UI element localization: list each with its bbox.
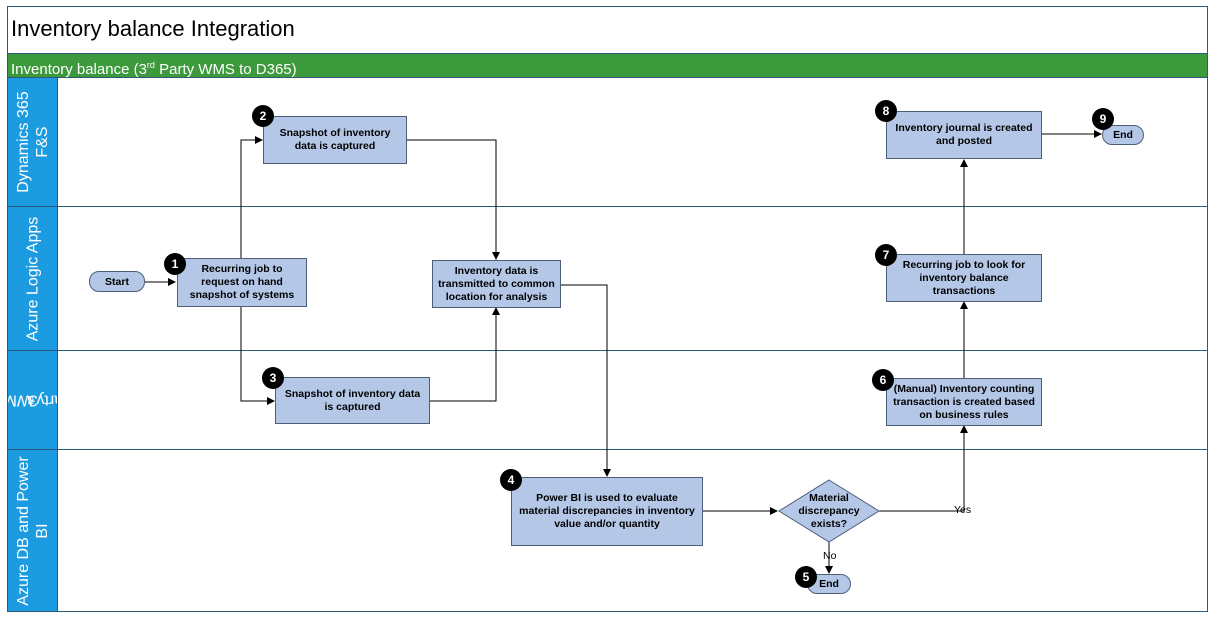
end-terminal-5: End	[807, 574, 851, 594]
lane-label-dynamics: Dynamics 365 F&S	[8, 78, 57, 206]
lane-label-logic-apps: Azure Logic Apps	[8, 207, 57, 350]
decision-diamond	[778, 479, 880, 543]
step-badge-6: 6	[872, 369, 894, 391]
edge-1-to-3	[240, 307, 275, 405]
edge-transmit-to-4	[561, 284, 611, 477]
lane-label-divider	[57, 77, 58, 612]
step-1-box: Recurring job to request on hand snapsho…	[177, 258, 307, 307]
title-divider	[7, 53, 1208, 54]
step-3-box: Snapshot of inventory data is captured	[275, 377, 430, 424]
edge-2-to-transmit	[407, 139, 500, 260]
step-4-box: Power BI is used to evaluate material di…	[511, 477, 703, 546]
start-terminal: Start	[89, 271, 145, 292]
edge-label-yes: Yes	[954, 504, 972, 516]
banner-text-pre: Inventory balance (3	[11, 61, 147, 78]
page-title: Inventory balance Integration	[11, 16, 295, 41]
banner-text-post: Party WMS to D365)	[154, 61, 297, 78]
step-2-box: Snapshot of inventory data is captured	[263, 116, 407, 164]
lane-divider-1	[8, 206, 1207, 207]
banner-superscript: rd	[146, 60, 155, 70]
step-badge-2: 2	[252, 105, 274, 127]
transmit-box: Inventory data is transmitted to common …	[432, 260, 561, 308]
step-badge-3: 3	[262, 367, 284, 389]
step-badge-8: 8	[875, 100, 897, 122]
step-badge-4: 4	[500, 469, 522, 491]
step-7-box: Recurring job to look for inventory bala…	[886, 254, 1042, 302]
lane-label-wms: 3rd Party WMS	[8, 351, 57, 449]
step-badge-5: 5	[795, 566, 817, 588]
edge-3-to-transmit	[430, 307, 500, 402]
decision-label: Material discrepancy exists?	[798, 491, 860, 530]
edge-label-no: No	[823, 550, 837, 562]
lane-divider-top	[8, 77, 1207, 78]
process-banner: Inventory balance (3rd Party WMS to D365…	[8, 54, 1207, 78]
lane-label-powerbi: Azure DB and Power BI	[8, 450, 57, 611]
step-badge-7: 7	[875, 244, 897, 266]
step-6-box: (Manual) Inventory counting transaction …	[886, 378, 1042, 426]
edge-decision-yes	[879, 425, 968, 512]
step-badge-9: 9	[1092, 108, 1114, 130]
end-terminal-9: End	[1102, 125, 1144, 145]
edge-1-to-2	[240, 136, 263, 258]
step-8-box: Inventory journal is created and posted	[886, 111, 1042, 159]
step-badge-1: 1	[164, 253, 186, 275]
